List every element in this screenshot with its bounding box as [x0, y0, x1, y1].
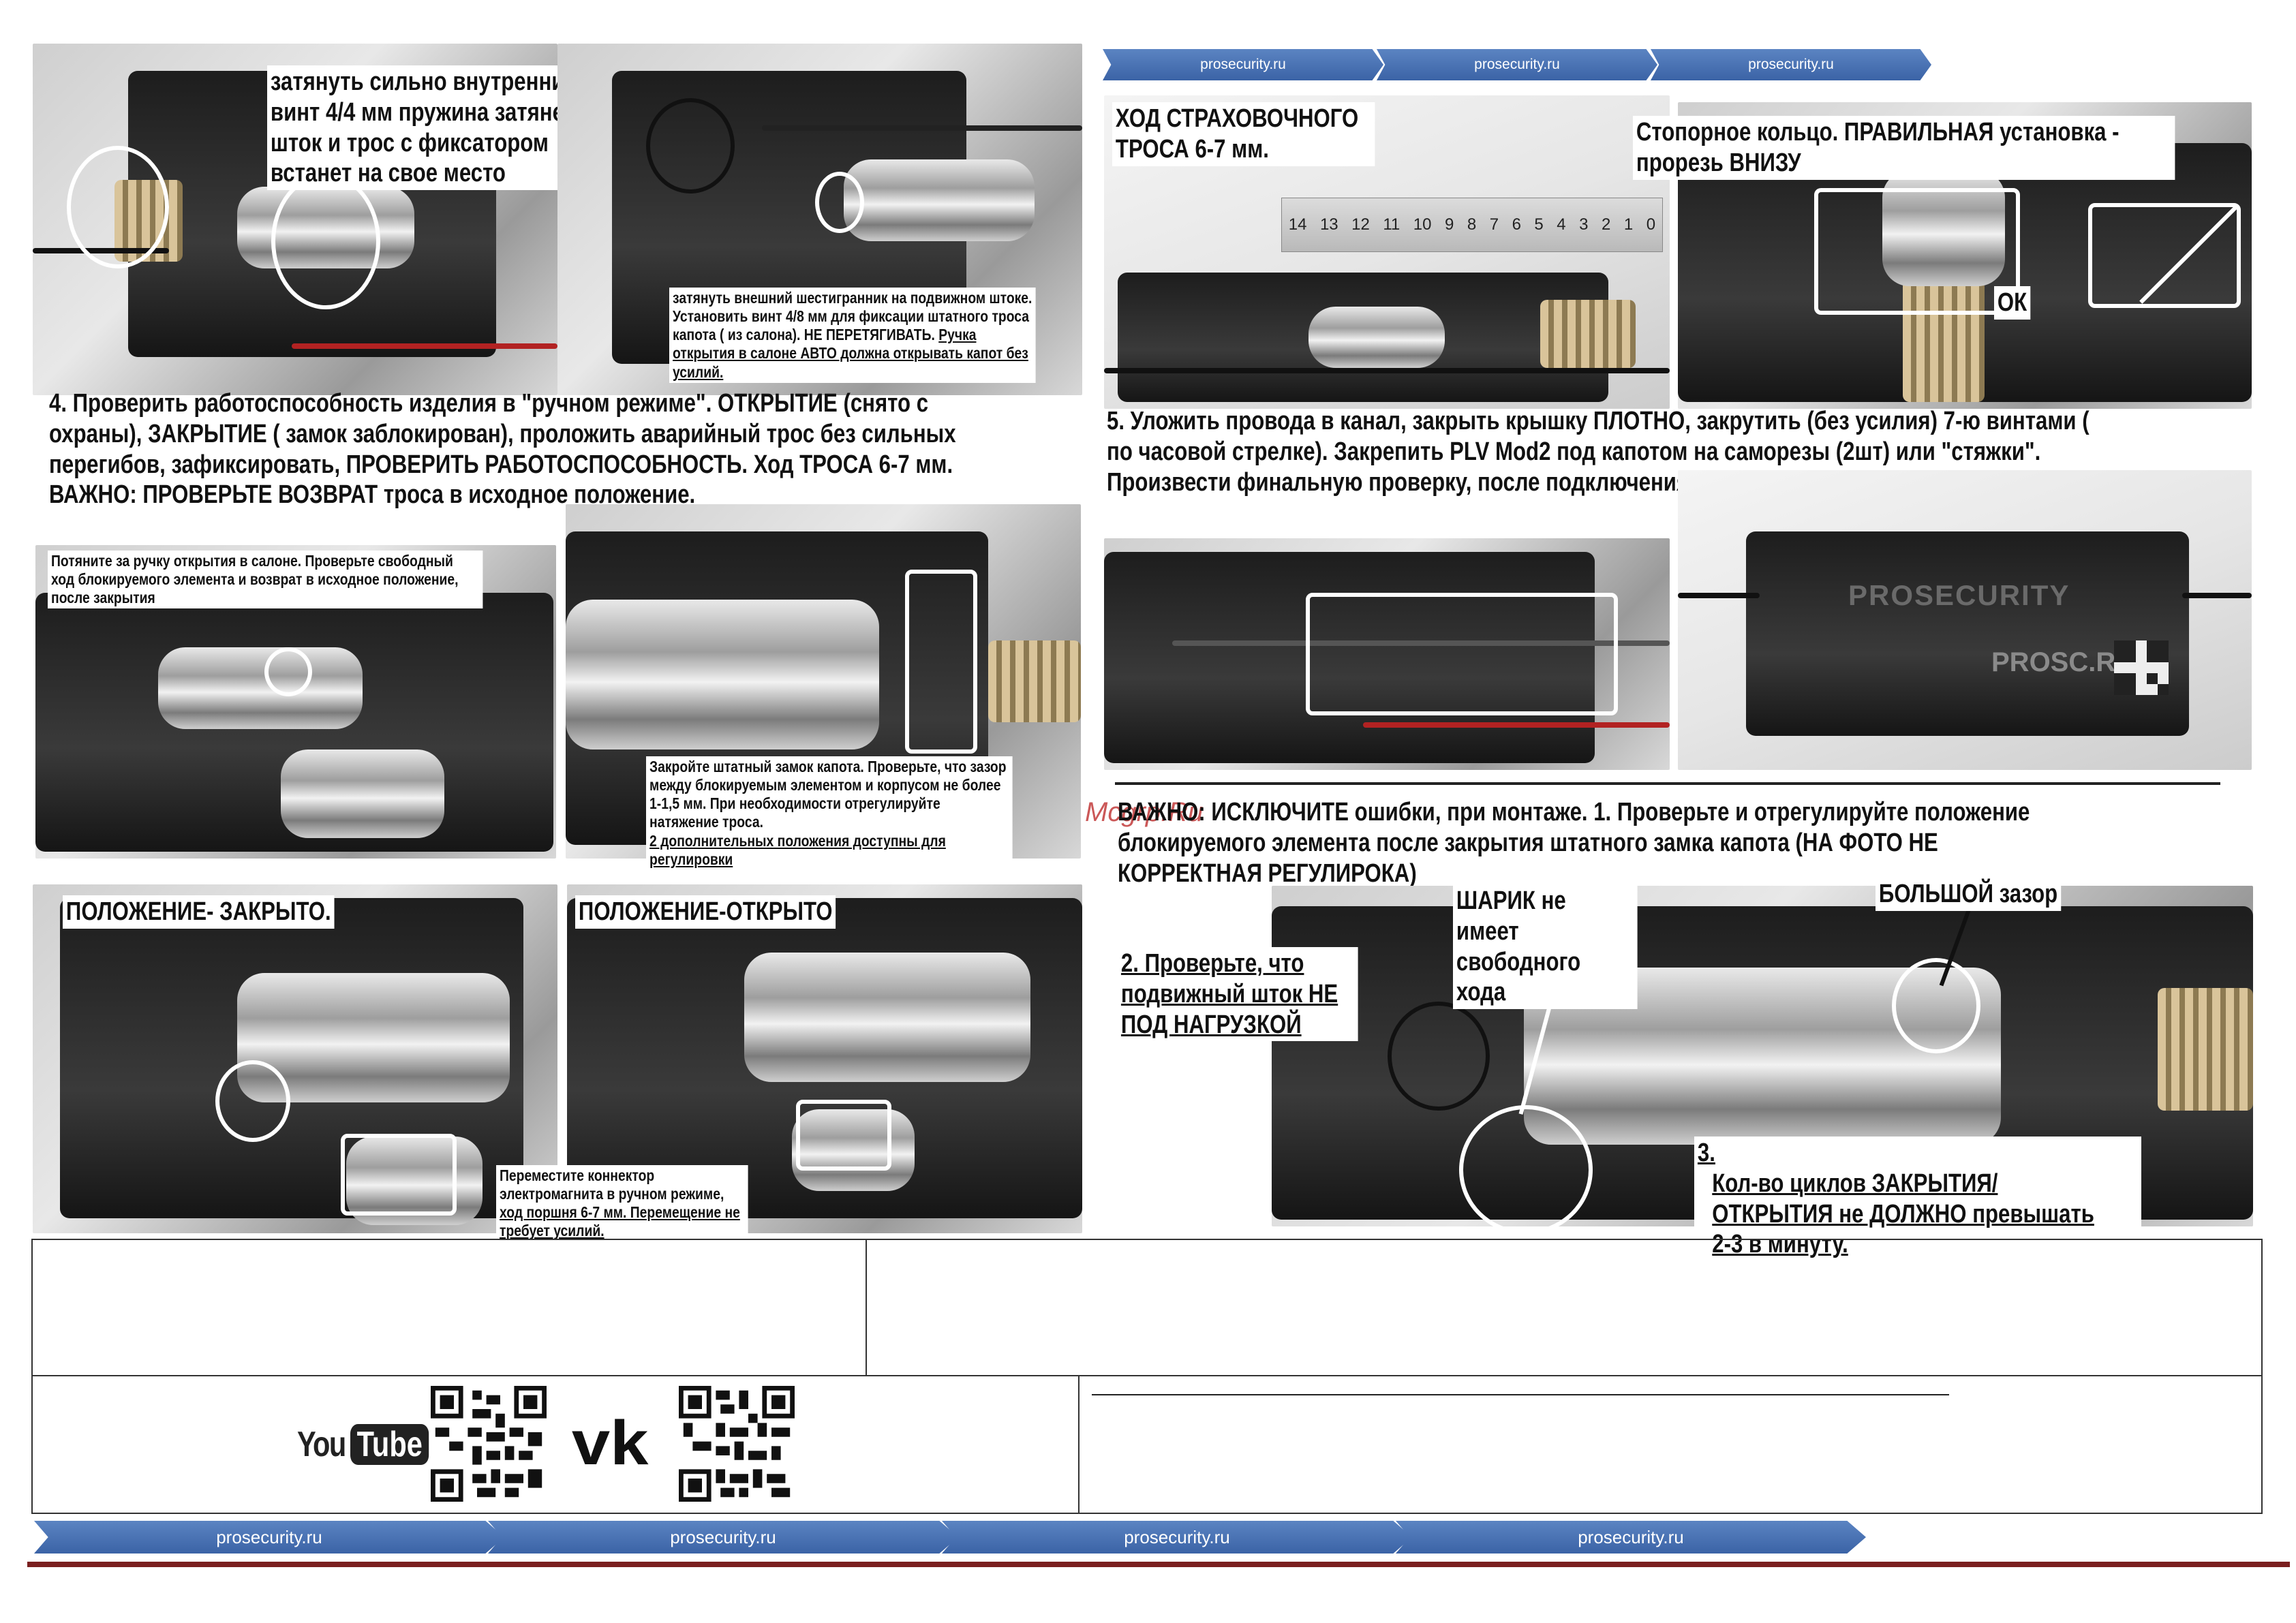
highlight-ring — [646, 98, 735, 194]
section-divider — [1115, 782, 2220, 785]
caption-move-connector: Переместите коннектор электромагнита в р… — [496, 1165, 748, 1242]
photo-position-closed — [33, 884, 557, 1233]
photo-wire-channel — [1104, 538, 1670, 770]
highlight-rect — [796, 1100, 891, 1171]
caption-cable-travel: ХОД СТРАХОВОЧНОГО ТРОСА 6-7 мм. — [1112, 102, 1375, 166]
youtube-tube: Tube — [350, 1424, 429, 1465]
caption-retaining-ring: Стопорное кольцо. ПРАВИЛЬНАЯ установка -… — [1633, 116, 2175, 180]
youtube-you: You — [297, 1425, 346, 1464]
ruler-tick: 7 — [1489, 215, 1499, 234]
highlight-rect — [2088, 203, 2241, 308]
footer-box-right-bottom — [1078, 1375, 2263, 1514]
banner-prosecurity: prosecurity.ru — [34, 1521, 504, 1554]
banner-prosecurity: prosecurity.ru — [1651, 49, 1931, 80]
caption-close-lock-text: Закройте штатный замок капота. Проверьте… — [649, 758, 1007, 831]
ruler-tick: 13 — [1319, 215, 1338, 234]
ruler-tick: 9 — [1444, 215, 1454, 234]
photo-device-closed: PROSECURITY PROSC.RU — [1678, 470, 2252, 770]
caption-check-rod: 2. Проверьте, что подвижный шток НЕ ПОД … — [1118, 947, 1358, 1042]
ruler-tick: 2 — [1602, 215, 1611, 234]
highlight-ring — [1388, 1002, 1490, 1111]
banner-prosecurity: prosecurity.ru — [942, 1521, 1412, 1554]
banner-prosecurity: prosecurity.ru — [488, 1521, 958, 1554]
highlight-rect — [905, 570, 977, 754]
banner-prosecurity: prosecurity.ru — [1396, 1521, 1866, 1554]
ruler-tick: 8 — [1467, 215, 1477, 234]
youtube-logo[interactable]: You Tube — [297, 1424, 449, 1465]
caption-move-connector-text: Переместите коннектор электромагнита в р… — [500, 1166, 724, 1203]
device-qr-icon — [2114, 640, 2169, 695]
ruler-tick: 1 — [1623, 215, 1634, 234]
photo-position-open — [567, 884, 1082, 1233]
qr-code-icon[interactable] — [431, 1386, 547, 1502]
caption-outer-hex-link: Ручка открытия в салоне АВТО должна откр… — [673, 326, 1028, 381]
watermark: Mcgrp.Ru — [1085, 797, 1204, 827]
footer-box-right-top — [866, 1239, 2263, 1376]
caption-close-lock: Закройте штатный замок капота. Проверьте… — [646, 756, 1013, 870]
caption-close-lock-link: 2 дополнительных положения доступны для … — [649, 831, 946, 868]
step-4-text: 4. Проверить работоспособность изделия в… — [49, 389, 956, 510]
highlight-ring — [1892, 958, 1980, 1053]
ruler: 14 13 12 11 10 9 8 7 6 5 4 3 2 1 0 — [1281, 198, 1663, 252]
ruler-tick: 10 — [1413, 215, 1432, 234]
caption-cycles: 3. Кол-во циклов ЗАКРЫТИЯ/ОТКРЫТИЯ не ДО… — [1694, 1137, 2141, 1262]
caption-move-connector-link: ход поршня 6-7 мм. Перемещение не требуе… — [500, 1203, 740, 1240]
banner-prosecurity: prosecurity.ru — [1103, 49, 1383, 80]
caption-position-closed: ПОЛОЖЕНИЕ- ЗАКРЫТО. — [63, 895, 335, 929]
highlight-rect — [1306, 593, 1618, 715]
ok-label: ОК — [1994, 286, 2031, 320]
banner-prosecurity: prosecurity.ru — [1377, 49, 1657, 80]
caption-big-gap: БОЛЬШОЙ зазор — [1876, 878, 2062, 911]
signature-line — [1092, 1394, 1949, 1395]
device-brand: PROSECURITY — [1848, 579, 2070, 611]
footer-box-left-top — [31, 1239, 867, 1376]
ruler-tick: 3 — [1579, 215, 1589, 234]
highlight-rect — [341, 1134, 457, 1216]
caption-cycles-number: 3. — [1697, 1139, 1715, 1167]
ruler-tick: 6 — [1512, 215, 1521, 234]
highlight-ring — [215, 1060, 290, 1142]
ruler-tick: 5 — [1534, 215, 1544, 234]
ruler-tick: 12 — [1351, 215, 1370, 234]
highlight-ring — [264, 647, 312, 696]
highlight-ring — [815, 172, 864, 233]
ruler-tick: 14 — [1288, 215, 1307, 234]
device-brand-2: PROSC.RU — [1991, 647, 2136, 677]
ruler-tick: 4 — [1557, 215, 1566, 234]
qr-code-icon[interactable] — [679, 1386, 795, 1502]
highlight-ring — [271, 173, 380, 309]
ruler-tick: 0 — [1646, 215, 1656, 234]
highlight-ring — [1459, 1105, 1593, 1226]
caption-pull-handle: Потяните за ручку открытия в салоне. Про… — [48, 551, 483, 609]
vk-logo[interactable]: vk — [571, 1408, 649, 1478]
ruler-tick: 11 — [1383, 215, 1400, 234]
important-text: ВАЖНО: ИСКЛЮЧИТЕ ошибки, при монтаже. 1.… — [1118, 798, 2030, 888]
highlight-ring — [67, 146, 169, 268]
caption-ball-no-play: ШАРИК не имеет свободного хода — [1453, 884, 1638, 1010]
caption-cycles-text: Кол-во циклов ЗАКРЫТИЯ/ОТКРЫТИЯ не ДОЛЖН… — [1712, 1169, 2094, 1259]
bottom-rule — [27, 1562, 2290, 1567]
photo-cable-travel: 14 13 12 11 10 9 8 7 6 5 4 3 2 1 0 — [1104, 95, 1670, 409]
caption-outer-hex: затянуть внешний шестигранник на подвижн… — [669, 288, 1036, 383]
highlight-rect — [1814, 188, 2020, 315]
footer-box-left-bottom — [31, 1375, 1080, 1514]
caption-outer-hex-text: затянуть внешний шестигранник на подвижн… — [673, 289, 1032, 344]
caption-position-open: ПОЛОЖЕНИЕ-ОТКРЫТО — [575, 895, 836, 929]
